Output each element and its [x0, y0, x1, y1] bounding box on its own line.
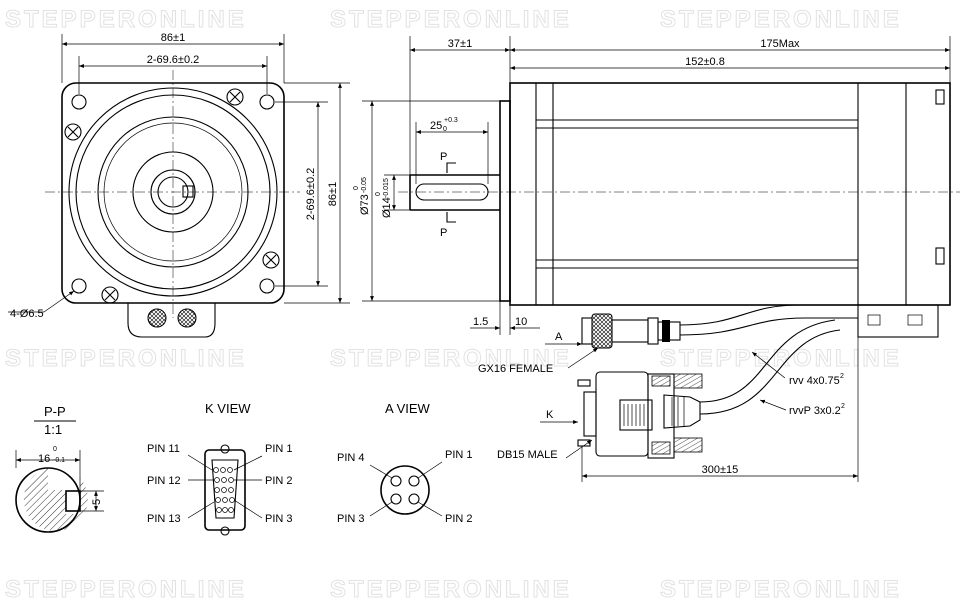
key-section — [65, 490, 81, 512]
dim-height: 86±1 — [327, 182, 339, 206]
dim-shaft-len: 37±1 — [448, 38, 472, 50]
dim-shaft-sub: -0.015 — [383, 178, 390, 198]
dim-hole-spacing-h: 2-69.6±0.2 — [147, 54, 200, 66]
cable-2-sup: 2 — [841, 403, 845, 410]
dim-body-len: 152±0.8 — [685, 56, 725, 68]
k-pin-label: PIN 13 — [147, 513, 181, 525]
section-mark-bottom: P — [440, 227, 447, 239]
k-pin-label: PIN 2 — [265, 475, 293, 487]
dim-flange-sup: 0 — [353, 186, 360, 190]
dim-pilot: 10 — [515, 316, 527, 328]
watermark-text: STEPPERONLINE — [660, 6, 902, 33]
dim-holes: 4-Ø6.5 — [10, 308, 44, 320]
connector-k-label: DB15 MALE — [497, 449, 558, 461]
dim-section-width-sub: -0.1 — [53, 457, 65, 464]
section-title: P-P — [44, 404, 66, 419]
gx16-connector — [581, 313, 681, 349]
watermark-text: STEPPERONLINE — [5, 576, 247, 600]
connector-boss — [127, 303, 216, 338]
connector-a-mark: A — [555, 331, 563, 343]
rear-connector-block — [857, 304, 939, 338]
dim-section-key: 5 — [91, 499, 103, 505]
db15-face — [204, 449, 246, 531]
watermark-text: STEPPERONLINE — [5, 345, 247, 372]
mount-hole — [71, 94, 87, 110]
k-pin-label: PIN 3 — [265, 513, 293, 525]
watermark-text: STEPPERONLINE — [330, 576, 572, 600]
shaft-key — [182, 185, 194, 198]
k-view-title: K VIEW — [205, 401, 251, 416]
a-pin-label: PIN 2 — [445, 513, 473, 525]
watermark-text: STEPPERONLINE — [330, 345, 572, 372]
dim-key-len-sup: +0.3 — [444, 117, 458, 124]
screw-icon — [262, 251, 280, 269]
dim-flange-sub: -0.05 — [361, 177, 368, 193]
dim-width: 86±1 — [161, 32, 185, 44]
screw-icon — [101, 286, 119, 304]
cable-1-label: rvv 4x0.75 — [789, 375, 840, 387]
motor-body — [509, 82, 951, 306]
dim-total-len: 175Max — [760, 38, 800, 50]
k-pin-label: PIN 1 — [265, 443, 293, 455]
watermark-text: STEPPERONLINE — [660, 576, 902, 600]
db15-pin-grid — [213, 467, 235, 513]
k-pin-label: PIN 11 — [147, 443, 180, 455]
dim-key-len: 25 — [430, 120, 442, 132]
gx16-face — [380, 465, 430, 515]
screw-icon — [226, 88, 244, 106]
section-mark-top: P — [440, 151, 447, 163]
k-pin-label: PIN 12 — [147, 475, 181, 487]
connector-a-label: GX16 FEMALE — [478, 363, 553, 375]
dim-shaft: Ø14 — [381, 197, 393, 218]
watermark-text: STEPPERONLINE — [5, 6, 247, 33]
db15-connector — [577, 371, 703, 459]
front-view: 86±1 2-69.6±0.2 2-69.6±0.2 86±1 4-Ø6.5 — [8, 32, 350, 338]
connector-k-mark: K — [546, 409, 554, 421]
dim-hole-spacing-v: 2-69.6±0.2 — [305, 168, 317, 221]
screw-icon — [64, 123, 82, 141]
mount-hole — [259, 94, 275, 110]
dim-section-width: 16 — [38, 453, 50, 465]
a-pin-label: PIN 4 — [337, 452, 365, 464]
motor-front-flange — [499, 100, 511, 302]
a-pin-label: PIN 1 — [445, 449, 473, 461]
cable-1-sup: 2 — [840, 373, 844, 380]
a-view-title: A VIEW — [385, 401, 431, 416]
mount-hole — [259, 278, 275, 294]
dim-flange: Ø73 — [359, 194, 371, 215]
a-view: A VIEW PIN 4 PIN 3 PIN 1 PIN 2 — [337, 401, 473, 525]
side-view: 37±1 175Max 152±0.8 25 0 +0.3 Ø73 0 -0.0… — [353, 36, 960, 482]
dim-key-len-sub: 0 — [443, 126, 447, 133]
k-view: K VIEW PIN 11 PIN 12 PIN 13 PIN 1 PIN 2 … — [147, 401, 293, 536]
a-pin-label: PIN 3 — [337, 513, 365, 525]
watermark-text: STEPPERONLINE — [330, 6, 572, 33]
dim-shaft-sup: 0 — [375, 192, 382, 196]
cable-2-label: rvvP 3x0.2 — [789, 405, 841, 417]
mount-hole — [71, 278, 87, 294]
section-scale: 1:1 — [44, 422, 62, 437]
dim-cable-len: 300±15 — [702, 464, 739, 476]
watermark-layer: STEPPERONLINE STEPPERONLINE STEPPERONLIN… — [5, 6, 902, 600]
dim-section-width-sup: 0 — [53, 446, 57, 453]
section-view: P-P 1:1 16 0 -0.1 5 — [15, 404, 104, 533]
dim-flange-thk: 1.5 — [473, 316, 488, 328]
